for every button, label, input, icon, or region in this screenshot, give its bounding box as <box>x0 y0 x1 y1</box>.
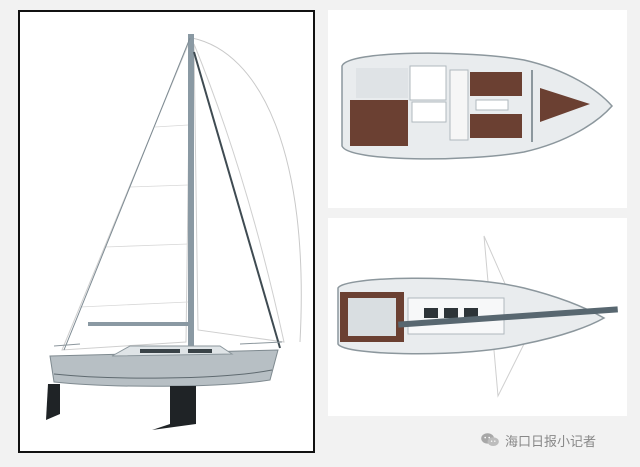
sail-plan-panel <box>18 10 315 453</box>
spinnaker-outline <box>191 37 302 343</box>
wechat-icon <box>481 433 499 446</box>
forestay <box>63 37 191 351</box>
saloon-settee <box>470 72 522 96</box>
deck-layout-panel <box>328 218 627 416</box>
backstay <box>193 51 281 349</box>
rudder <box>46 384 60 420</box>
keel <box>152 386 196 430</box>
sailboat-profile-drawing <box>46 34 302 430</box>
watermark-text: 海口日报小记者 <box>505 434 597 450</box>
v-berth <box>540 88 590 122</box>
boom-top <box>398 306 618 328</box>
mainsail-outline <box>193 43 285 343</box>
interior-layout-panel <box>328 10 627 208</box>
interior-plan-drawing <box>341 52 613 160</box>
deck-plan-drawing <box>337 235 618 398</box>
mast <box>188 34 194 350</box>
aft-cabin-berth <box>350 100 408 146</box>
boom <box>88 322 192 326</box>
wechat-watermark: 海口日报小记者 <box>480 428 596 452</box>
